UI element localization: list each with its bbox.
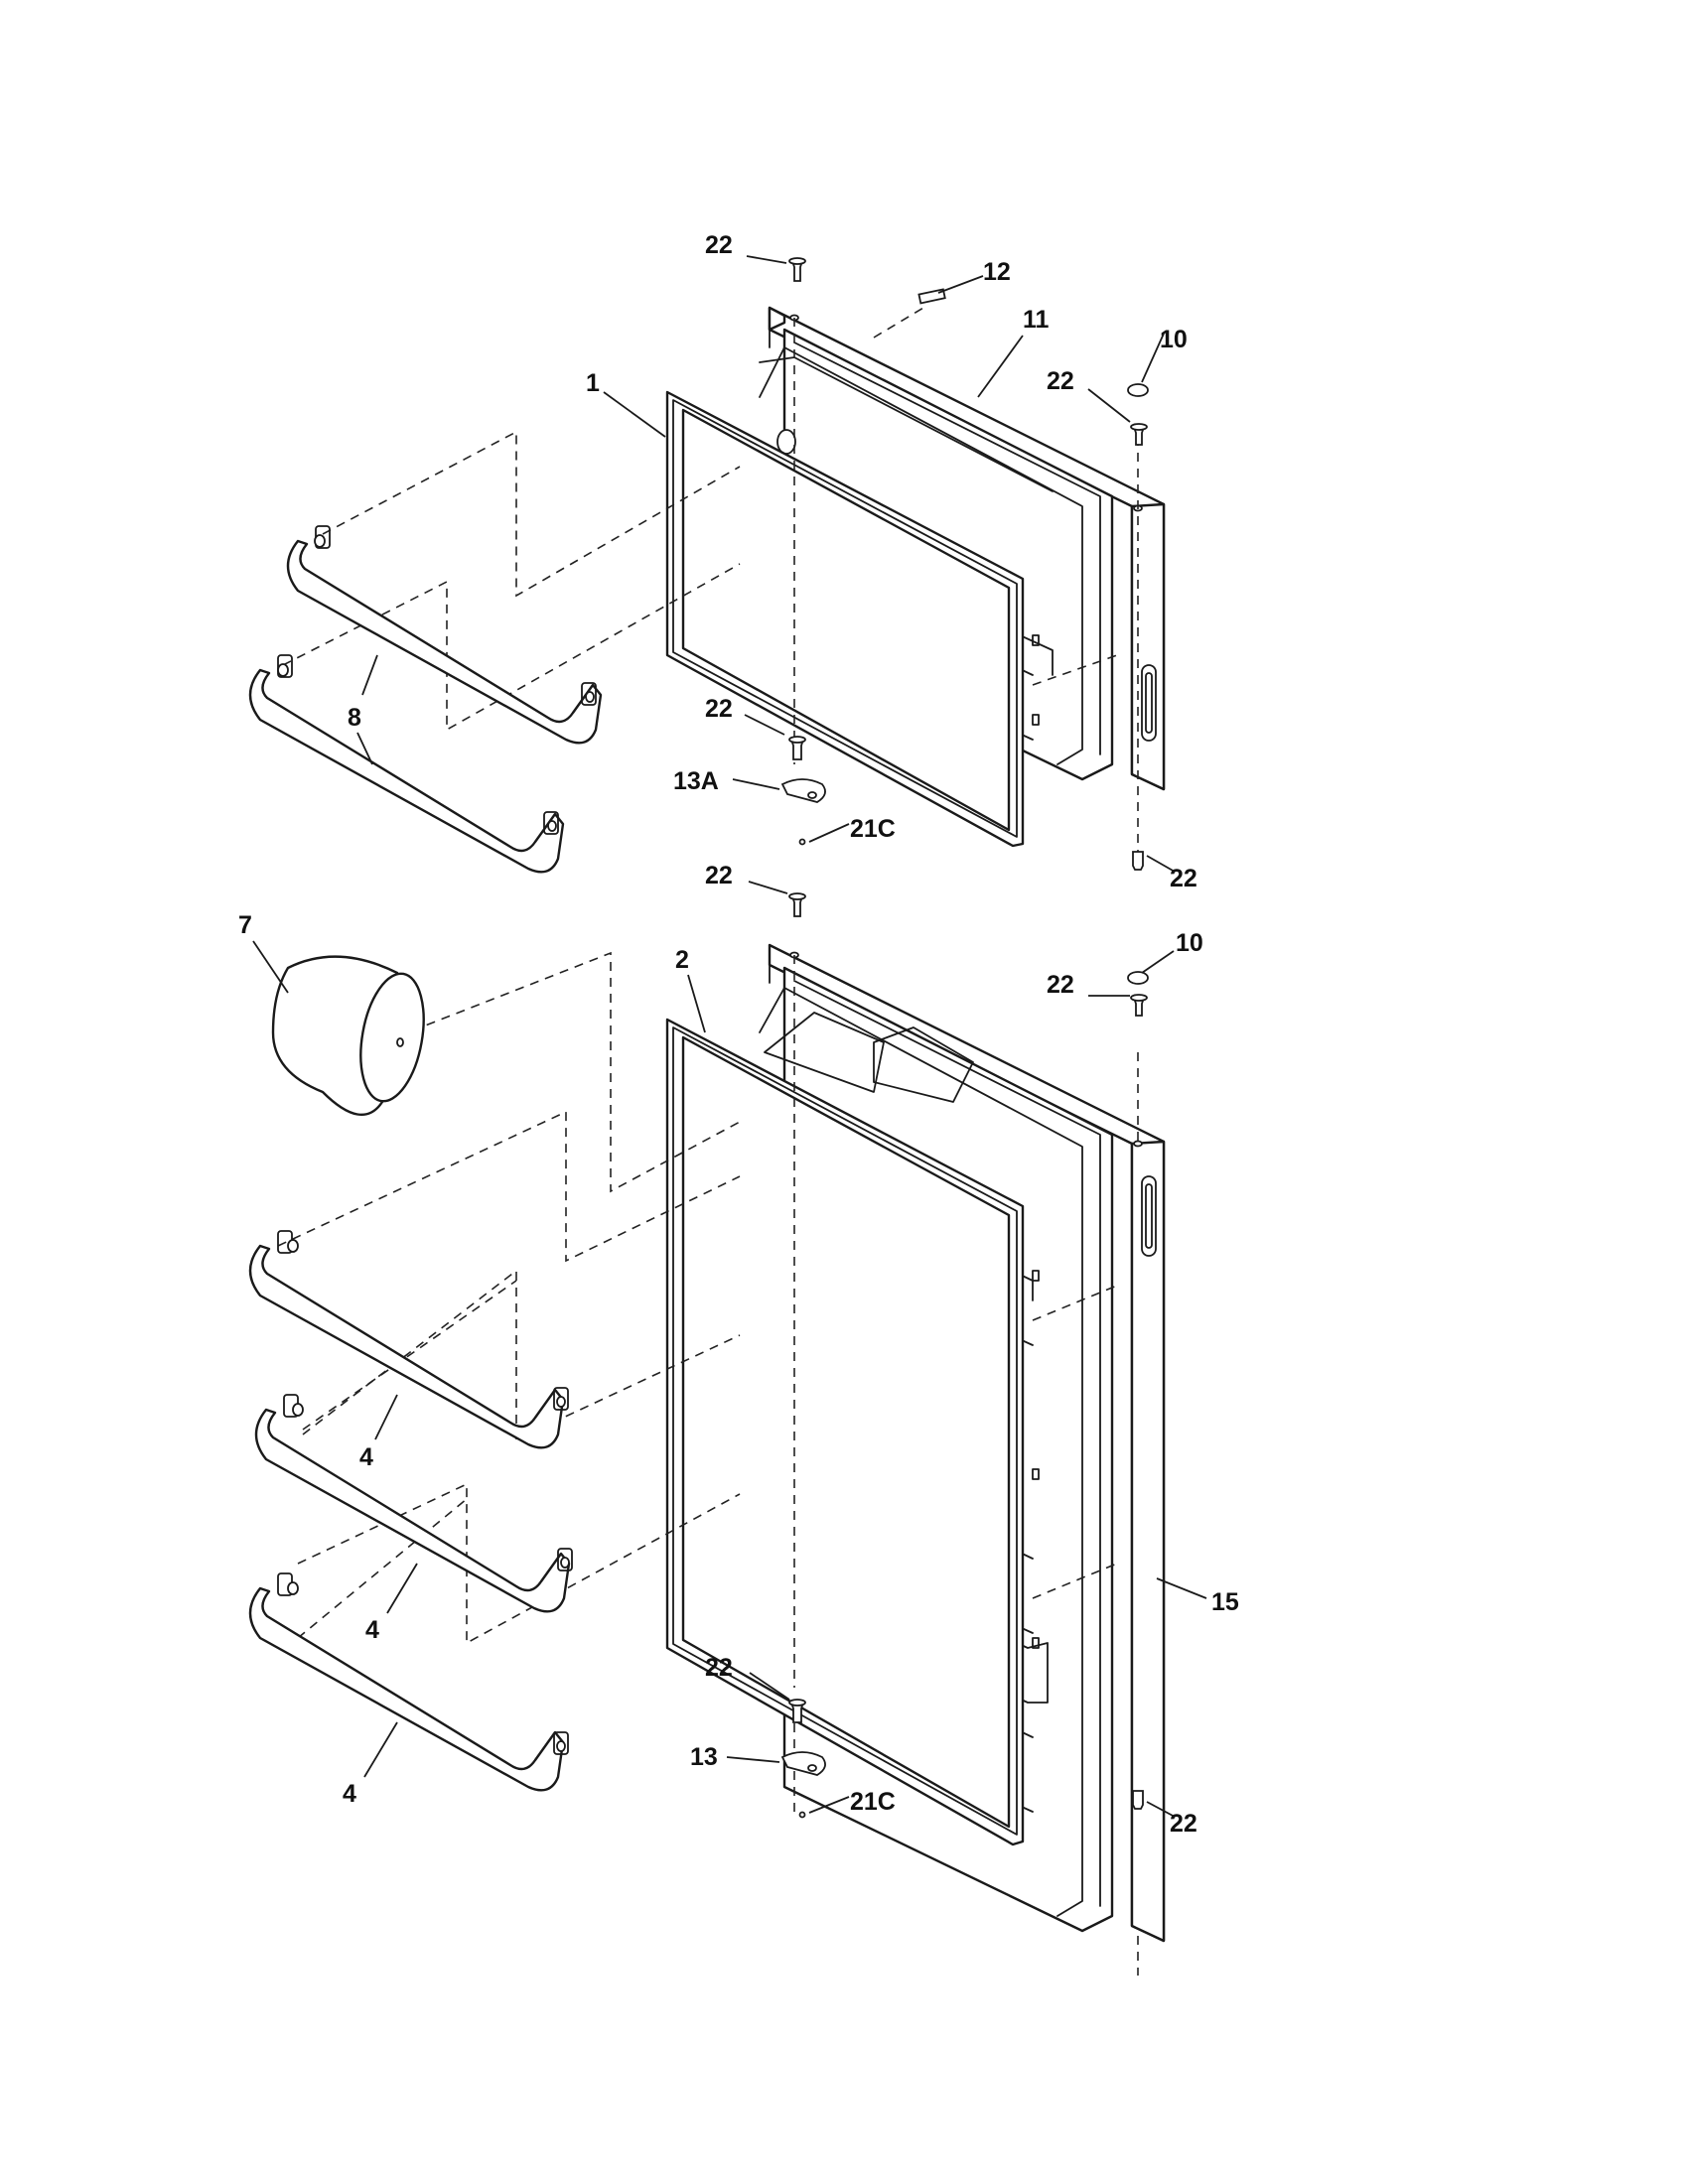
callout-label: 10 (1176, 929, 1203, 957)
callout-label: 13A (673, 767, 719, 795)
callout-label: 4 (359, 1443, 373, 1471)
callout-label: 21C (850, 815, 896, 843)
callout-label: 22 (1047, 971, 1074, 999)
fresh-food-door-assembly (277, 892, 1166, 1976)
callout-label: 22 (705, 1654, 733, 1682)
callout-label: 22 (1047, 367, 1074, 395)
freezer-door-shelf-upper (286, 525, 603, 745)
leader-lines (252, 255, 1207, 1818)
callout-label: 22 (1170, 865, 1197, 892)
callout-label: 4 (343, 1780, 356, 1808)
callout-label: 13 (690, 1743, 718, 1771)
callout-label: 22 (705, 231, 733, 259)
callout-label: 21C (850, 1788, 896, 1816)
callout-label: 10 (1160, 326, 1188, 353)
callout-label: 1 (586, 369, 600, 397)
callout-label: 7 (238, 911, 252, 939)
door-bin-shelf-3 (248, 1572, 569, 1792)
freezer-door-gasket (665, 390, 1025, 848)
freezer-door-assembly (282, 257, 1166, 871)
fresh-food-hinge-hardware (780, 892, 1149, 1819)
callout-label: 2 (675, 946, 689, 974)
callout-label: 22 (705, 695, 733, 723)
callout-label: 12 (983, 258, 1011, 286)
freezer-door-shelf-lower (248, 654, 565, 874)
callout-label: 8 (348, 704, 361, 732)
callout-label: 22 (1170, 1810, 1197, 1838)
fresh-food-door-panel (768, 943, 1166, 1943)
callout-label: 15 (1211, 1588, 1239, 1616)
door-bin-shelf-1 (248, 1230, 569, 1449)
callout-label: 22 (705, 862, 733, 889)
fresh-food-hidden-lines (277, 951, 1139, 1976)
door-bin-shelf-2 (254, 1394, 573, 1613)
fresh-food-door-gasket (665, 1018, 1025, 1846)
callout-label: 4 (365, 1616, 379, 1644)
freezer-hinge-hardware (780, 257, 1149, 871)
dairy-bin (271, 955, 425, 1116)
callout-label: 11 (1023, 306, 1050, 334)
callout-labels: 22 12 11 10 22 1 8 22 13A 21C 22 22 7 2 … (238, 231, 1239, 1838)
